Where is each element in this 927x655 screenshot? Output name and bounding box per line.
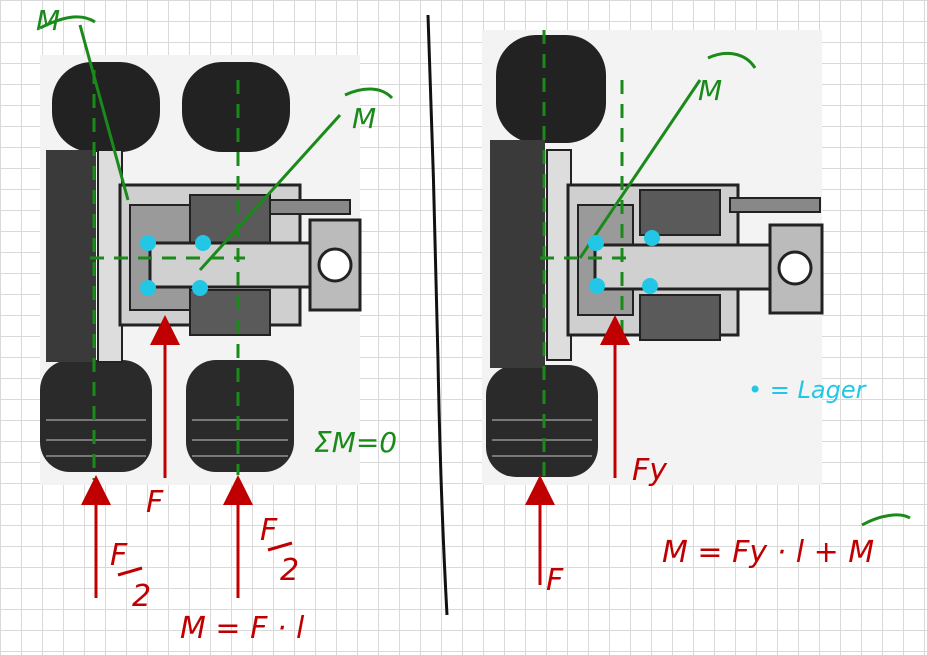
moment-arc-left [39, 15, 96, 30]
tire-outer-lower [40, 360, 152, 472]
left-bearings [140, 235, 211, 296]
bearing-marker [140, 280, 156, 296]
moment-line-left [78, 24, 130, 201]
tire-upper [496, 35, 606, 143]
label-force-y: Fy [632, 453, 668, 488]
label-force-left-denominator: 2 [132, 579, 151, 614]
moment-arc-right-panel [707, 51, 757, 69]
right-force-arrows [525, 315, 630, 585]
moment-arc-right [344, 87, 394, 100]
label-force-left-numerator: F [110, 538, 128, 573]
label-force-bottom: F [546, 563, 564, 598]
bearing-marker [140, 235, 156, 251]
label-bearing-legend: • = Lager [748, 376, 868, 404]
label-force-right-denominator: 2 [280, 553, 299, 588]
right-centerlines [540, 30, 630, 480]
tire-outer-upper [52, 62, 160, 152]
tire-inner-lower [186, 360, 294, 472]
bearing-marker [644, 230, 660, 246]
moment-arrow-annotation [861, 513, 911, 527]
label-moment-top-left: M [36, 4, 60, 37]
label-force-center: F [146, 485, 164, 520]
label-sum-equation: ΣM=0 [314, 426, 397, 459]
left-force-arrows [81, 315, 253, 598]
label-moment-top-right-panel: M [698, 74, 722, 107]
right-bearings [588, 230, 660, 294]
left-centerlines [90, 70, 245, 480]
right-axle-drawing [482, 30, 824, 485]
bearing-marker [642, 278, 658, 294]
label-moment-top-right: M [352, 102, 376, 135]
tire-inner-upper [182, 62, 290, 152]
bearing-marker [589, 278, 605, 294]
label-moment-equation-right: M = Fy · l + M [662, 535, 874, 570]
bearing-marker [588, 235, 604, 251]
bearing-marker [192, 280, 208, 296]
left-axle-drawing [40, 55, 362, 485]
bearing-marker [195, 235, 211, 251]
moment-line-right-panel [578, 79, 702, 259]
label-moment-equation-left: M = F · l [180, 611, 305, 646]
label-force-right-numerator: F [260, 513, 278, 548]
panel-divider [426, 14, 449, 616]
moment-line-right [198, 113, 342, 272]
